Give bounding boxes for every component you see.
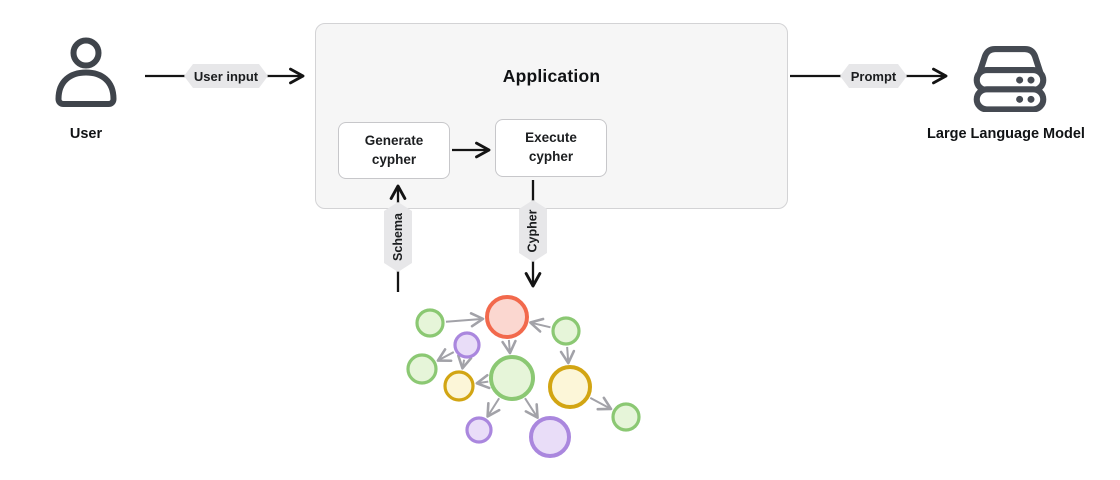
knowledge-graph [406, 295, 641, 458]
graph-node-purple [465, 416, 493, 444]
user-icon [54, 37, 118, 114]
generate-cypher-box: Generate cypher [338, 122, 450, 179]
cypher-label-text: Cypher [526, 209, 541, 253]
graph-edge [445, 312, 485, 328]
graph-edge [559, 346, 576, 365]
graph-node-yellow [548, 365, 592, 409]
graph-edge [501, 339, 517, 355]
llm-caption: Large Language Model [927, 126, 1085, 142]
prompt-label: Prompt [840, 64, 907, 88]
graph-edge [524, 397, 539, 419]
schema-label: Schema [384, 202, 412, 272]
execute-cypher-box: Execute cypher [495, 119, 607, 177]
user-caption: User [69, 126, 103, 142]
graph-edge [529, 317, 551, 333]
user-input-label: User input [184, 64, 268, 88]
graph-edge [475, 373, 491, 390]
graph-node-green [551, 316, 581, 346]
graph-edge [436, 348, 455, 363]
graph-node-green [611, 402, 641, 432]
server-stack-icon [966, 42, 1054, 117]
graph-node-yellow [443, 370, 475, 402]
graph-node-green [406, 353, 438, 385]
graph-edge [589, 396, 613, 411]
graph-node-purple [529, 416, 571, 458]
application-title: Application [502, 66, 601, 86]
schema-label-text: Schema [391, 213, 406, 261]
graph-node-red [485, 295, 529, 339]
graph-node-green [489, 355, 535, 401]
graph-node-green [415, 308, 445, 338]
cypher-label: Cypher [519, 200, 547, 262]
graph-node-purple [453, 331, 481, 359]
graph-edge [457, 354, 473, 370]
graph-edge [486, 397, 501, 418]
